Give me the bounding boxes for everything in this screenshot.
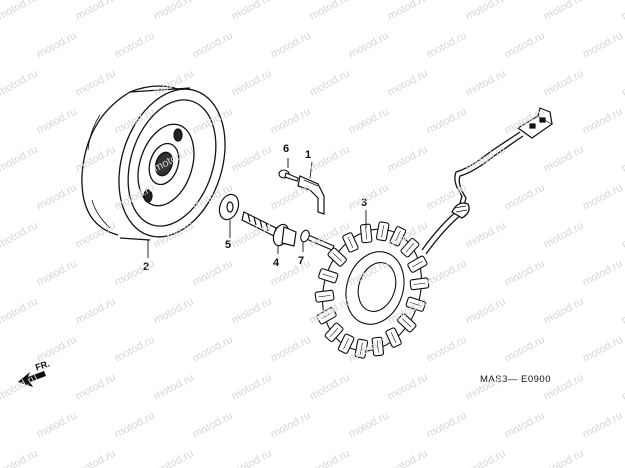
stator-winding-line bbox=[329, 327, 339, 337]
stator-winding-line bbox=[381, 225, 385, 238]
stator-winding-line bbox=[412, 260, 423, 268]
bracket-screw-part bbox=[278, 169, 299, 182]
flange-bolt-part bbox=[241, 211, 297, 247]
callout-6: 6 bbox=[283, 143, 290, 155]
callout-7: 7 bbox=[298, 255, 305, 267]
stator-winding-line bbox=[405, 243, 415, 253]
stator-part bbox=[314, 221, 430, 359]
stator-winding-line bbox=[394, 230, 401, 242]
callout-5: 5 bbox=[225, 239, 232, 251]
washer-part bbox=[218, 193, 240, 221]
stator-winding-line bbox=[365, 227, 368, 240]
stator-winding-line bbox=[347, 236, 354, 249]
wire-harness bbox=[421, 131, 524, 255]
stator-winding-line bbox=[402, 318, 412, 328]
bracket-part bbox=[297, 175, 325, 215]
arrow-down-left-icon bbox=[18, 371, 46, 387]
callout-1: 1 bbox=[305, 149, 312, 161]
stator-winding-line bbox=[318, 295, 331, 298]
stator-winding-line bbox=[321, 312, 332, 320]
flywheel-part bbox=[81, 85, 226, 241]
diagram-code: MAS3— E0900 bbox=[480, 374, 551, 385]
stator-bolt-part bbox=[300, 229, 335, 251]
callout-3: 3 bbox=[361, 197, 368, 209]
stator-winding-line bbox=[376, 340, 379, 353]
stator-winding-line bbox=[359, 342, 363, 355]
stator-winding-line bbox=[322, 273, 335, 278]
stator-winding-line bbox=[413, 282, 426, 285]
stator-winding-line bbox=[343, 338, 350, 350]
leader-lines bbox=[147, 158, 367, 258]
connector-part bbox=[516, 107, 554, 139]
callout-2: 2 bbox=[143, 261, 150, 273]
stator-winding-line bbox=[332, 252, 342, 262]
callout-4: 4 bbox=[273, 257, 280, 269]
stator-winding-line bbox=[390, 331, 397, 344]
stator-winding-line bbox=[409, 302, 422, 307]
